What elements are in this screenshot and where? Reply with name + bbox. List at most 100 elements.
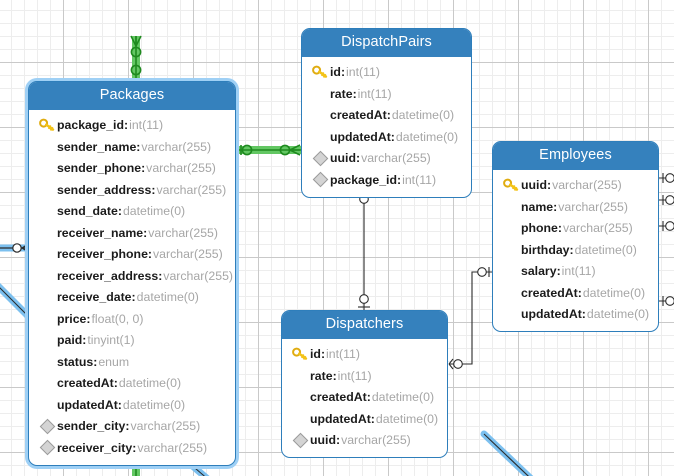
column-type: int(11) xyxy=(337,368,372,383)
table-column-row[interactable]: salary:int(11) xyxy=(493,261,658,283)
table-column-row[interactable]: uuid:varchar(255) xyxy=(493,175,658,197)
table-column-row[interactable]: name:varchar(255) xyxy=(493,196,658,218)
column-type: varchar(255) xyxy=(130,419,201,434)
column-icon-none xyxy=(501,242,521,258)
column-name: createdAt xyxy=(57,376,114,391)
table-column-row[interactable]: phone:varchar(255) xyxy=(493,218,658,240)
table-column-row[interactable]: price:float(0, 0) xyxy=(29,308,235,330)
table-column-row[interactable]: updatedAt:datetime(0) xyxy=(493,304,658,326)
column-colon: : xyxy=(132,440,137,455)
table-column-row[interactable]: send_date:datetime(0) xyxy=(29,201,235,223)
column-icon-none xyxy=(37,225,57,241)
table-column-row[interactable]: createdAt:datetime(0) xyxy=(302,105,471,127)
table-column-row[interactable]: sender_name:varchar(255) xyxy=(29,136,235,158)
column-colon: : xyxy=(366,390,371,405)
column-name: sender_address xyxy=(57,182,152,197)
table-column-row[interactable]: sender_address:varchar(255) xyxy=(29,179,235,201)
primary-key-icon xyxy=(501,177,521,193)
table-column-row[interactable]: rate:int(11) xyxy=(302,83,471,105)
table-packages[interactable]: Packages package_id:int(11)sender_name:va… xyxy=(28,81,236,466)
column-icon-none xyxy=(37,354,57,370)
fk-diamond-icon xyxy=(37,439,57,456)
column-type: int(11) xyxy=(346,65,380,80)
table-column-row[interactable]: receiver_phone:varchar(255) xyxy=(29,244,235,266)
relationship-packages-left-connector[interactable] xyxy=(0,242,34,254)
relationship-dispatchers-employees[interactable] xyxy=(448,267,494,370)
column-icon-none xyxy=(37,397,57,413)
column-colon: : xyxy=(340,65,346,80)
relationship-employees-right-2[interactable] xyxy=(657,195,674,205)
table-dispatchers[interactable]: Dispatchers id:int(11)rate:int(11)created… xyxy=(281,310,448,458)
table-column-row[interactable]: receiver_address:varchar(255) xyxy=(29,265,235,287)
table-header-packages[interactable]: Packages xyxy=(29,82,235,110)
column-colon: : xyxy=(335,433,341,448)
column-colon: : xyxy=(577,285,582,300)
table-column-row[interactable]: package_id:int(11) xyxy=(302,169,471,191)
column-colon: : xyxy=(569,242,574,257)
column-name: receive_date xyxy=(57,290,132,305)
table-column-row[interactable]: birthday:datetime(0) xyxy=(493,239,658,261)
table-column-row[interactable]: sender_phone:varchar(255) xyxy=(29,158,235,180)
table-column-row[interactable]: package_id:int(11) xyxy=(29,115,235,137)
table-column-row[interactable]: createdAt:datetime(0) xyxy=(493,282,658,304)
column-name: sender_city xyxy=(57,419,126,434)
table-column-row[interactable]: sender_city:varchar(255) xyxy=(29,416,235,438)
table-header-dispatchpairs[interactable]: DispatchPairs xyxy=(302,29,471,57)
column-name: package_id xyxy=(330,172,397,187)
table-column-row[interactable]: createdAt:datetime(0) xyxy=(282,387,447,409)
column-name: receiver_city xyxy=(57,440,133,455)
column-type: float(0, 0) xyxy=(91,311,144,326)
relationship-packages-dispatchpairs[interactable] xyxy=(232,144,304,156)
relationship-employees-right-1[interactable] xyxy=(657,173,674,183)
table-column-row[interactable]: receive_date:datetime(0) xyxy=(29,287,235,309)
relationship-packages-left-diagonal-upper[interactable] xyxy=(0,278,36,324)
column-icon-none xyxy=(310,129,330,145)
table-header-employees[interactable]: Employees xyxy=(493,142,658,170)
column-name: uuid xyxy=(330,151,356,166)
column-type: int(11) xyxy=(402,172,437,187)
relationship-employees-right-4[interactable] xyxy=(657,296,674,306)
column-type: int(11) xyxy=(357,86,392,101)
table-column-row[interactable]: uuid:varchar(255) xyxy=(302,148,471,170)
relationship-employees-right-3[interactable] xyxy=(657,221,674,231)
column-colon: : xyxy=(352,86,357,101)
column-name: name xyxy=(521,199,554,214)
table-column-row[interactable]: receiver_city:varchar(255) xyxy=(29,437,235,459)
fk-diamond-icon xyxy=(290,432,310,449)
column-name: send_date xyxy=(57,204,118,219)
table-column-row[interactable]: id:int(11) xyxy=(282,344,447,366)
column-type: varchar(255) xyxy=(163,268,234,283)
column-icon-none xyxy=(37,139,57,155)
column-icon-none xyxy=(37,182,57,198)
column-colon: : xyxy=(124,118,129,133)
table-dispatchpairs[interactable]: DispatchPairs id:int(11)rate:int(11)creat… xyxy=(301,28,472,198)
column-icon-none xyxy=(37,375,57,391)
primary-key-icon xyxy=(310,64,330,80)
column-icon-none xyxy=(290,389,310,405)
table-column-row[interactable]: updatedAt:datetime(0) xyxy=(282,408,447,430)
table-header-dispatchers[interactable]: Dispatchers xyxy=(282,311,447,339)
table-column-row[interactable]: updatedAt:datetime(0) xyxy=(302,126,471,148)
relationship-dispatchpairs-dispatchers[interactable] xyxy=(358,184,370,312)
table-column-row[interactable]: rate:int(11) xyxy=(282,365,447,387)
table-column-row[interactable]: uuid:varchar(255) xyxy=(282,430,447,452)
table-column-row[interactable]: paid:tinyint(1) xyxy=(29,330,235,352)
column-icon-none xyxy=(37,268,57,284)
table-column-row[interactable]: id:int(11) xyxy=(302,62,471,84)
column-type: datetime(0) xyxy=(586,307,650,322)
column-icon-none xyxy=(310,107,330,123)
table-column-row[interactable]: status:enum xyxy=(29,351,235,373)
table-column-row[interactable]: receiver_name:varchar(255) xyxy=(29,222,235,244)
table-column-row[interactable]: createdAt:datetime(0) xyxy=(29,373,235,395)
column-name: phone xyxy=(521,221,558,236)
column-icon-none xyxy=(37,160,57,176)
column-type: varchar(255) xyxy=(141,139,212,154)
column-colon: : xyxy=(397,172,402,187)
column-icon-none xyxy=(310,86,330,102)
column-name: receiver_name xyxy=(57,225,144,240)
table-employees[interactable]: Employees uuid:varchar(255)name:varchar(2… xyxy=(492,141,659,332)
relationship-warehouses-packages[interactable] xyxy=(130,35,142,84)
table-column-row[interactable]: updatedAt:datetime(0) xyxy=(29,394,235,416)
relationship-packages-bottomright-diagonal[interactable] xyxy=(480,430,545,476)
